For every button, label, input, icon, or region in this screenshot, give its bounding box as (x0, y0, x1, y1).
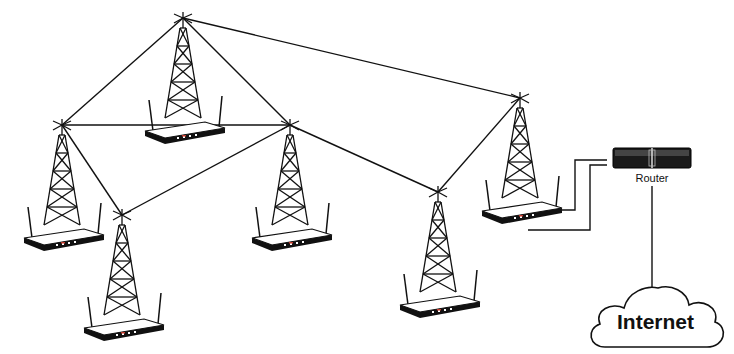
mesh-node-tower (84, 209, 164, 341)
mesh-node-tower (252, 119, 332, 251)
network-link (651, 186, 652, 287)
device-label: Router (635, 172, 668, 184)
mesh-node-tower (145, 12, 225, 144)
mesh-links (62, 18, 607, 230)
mesh-node-tower (400, 186, 480, 318)
cloud-label: Internet (617, 300, 694, 334)
router-symbol (612, 146, 692, 170)
internet-cloud: Internet (583, 283, 728, 351)
mesh-node-tower (482, 92, 562, 224)
router-device: Router (607, 146, 697, 184)
mesh-node-tower (24, 119, 104, 251)
